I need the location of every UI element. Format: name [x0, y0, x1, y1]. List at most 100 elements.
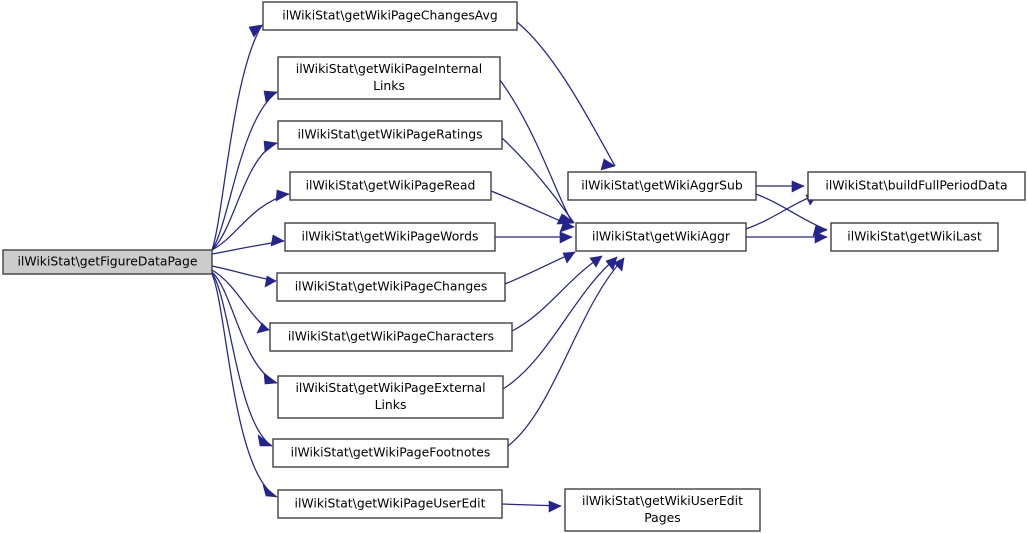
node-rect[interactable] [277, 120, 503, 150]
node-label: ilWikiStat\getWikiPageExternal [295, 380, 485, 395]
edge-getWikiPageWords-to-getWikiAggr [495, 231, 573, 244]
edge-getFigureDataPage-to-getWikiPageRead [211, 189, 290, 251]
edge-getFigureDataPage-to-getWikiPageInternalLinks [211, 90, 278, 251]
arrowhead-icon [248, 24, 263, 38]
node-label: ilWikiStat\getWikiPageChanges [295, 279, 488, 294]
node-label: ilWikiStat\getWikiAggrSub [581, 178, 743, 193]
edge-line [507, 257, 625, 447]
node-getWikiPageChangesAvg[interactable]: ilWikiStat\getWikiPageChangesAvg [262, 1, 518, 31]
node-rect[interactable] [272, 438, 509, 468]
node-getWikiLast[interactable]: ilWikiStat\getWikiLast [830, 222, 999, 252]
node-buildFullPeriodData[interactable]: ilWikiStat\buildFullPeriodData [807, 171, 1026, 201]
node-getWikiPageCharacters[interactable]: ilWikiStat\getWikiPageCharacters [269, 322, 513, 352]
node-getWikiAggrSub[interactable]: ilWikiStat\getWikiAggrSub [567, 171, 757, 201]
arrowhead-icon [548, 500, 562, 513]
edge-line [745, 193, 819, 230]
node-rect[interactable] [277, 56, 501, 100]
edge-line [211, 24, 263, 251]
edge-line [211, 91, 278, 251]
edge-line [516, 21, 616, 167]
node-rect[interactable] [277, 489, 503, 519]
arrowhead-icon [559, 220, 575, 233]
edge-getWikiAggrSub-to-buildFullPeriodData [756, 180, 805, 193]
edge-getFigureDataPage-to-getWikiPageWords [211, 234, 285, 255]
node-rect[interactable] [289, 171, 492, 201]
node-rect[interactable] [564, 488, 761, 532]
arrowhead-icon [791, 180, 805, 193]
node-rect[interactable] [276, 272, 506, 302]
arrowhead-icon [562, 251, 576, 264]
edge-getFigureDataPage-to-getWikiPageRatings [211, 140, 278, 251]
edge-getFigureDataPage-to-getWikiPageUserEdit [211, 273, 278, 498]
edge-getWikiPageFootnotes-to-getWikiAggr [507, 257, 625, 447]
node-label: ilWikiStat\getWikiPageFootnotes [291, 445, 491, 460]
node-rect[interactable] [269, 322, 513, 352]
node-rect[interactable] [277, 375, 504, 419]
arrowhead-icon [589, 255, 603, 268]
edge-line [211, 273, 278, 498]
edge-line [511, 255, 603, 332]
node-rect[interactable] [807, 171, 1026, 201]
node-label: ilWikiStat\getWikiPageRatings [297, 127, 482, 142]
edge-getWikiPageChanges-to-getWikiAggr [504, 251, 576, 285]
arrowhead-icon [613, 257, 625, 272]
arrowhead-icon [600, 158, 616, 171]
node-rect[interactable] [575, 222, 747, 252]
node-rect[interactable] [830, 222, 999, 252]
arrowhead-icon [263, 90, 278, 103]
node-label: ilWikiStat\getWikiPageUserEdit [295, 496, 486, 511]
node-getFigureDataPage[interactable]: ilWikiStat\getFigureDataPage [2, 249, 213, 275]
arrowhead-icon [263, 372, 278, 385]
edge-line [211, 271, 278, 384]
edge-line [499, 79, 573, 223]
node-label: ilWikiStat\getWikiPageInternal [296, 61, 482, 76]
node-getWikiPageUserEdit[interactable]: ilWikiStat\getWikiPageUserEdit [277, 489, 503, 519]
arrowhead-icon [559, 231, 573, 244]
edge-getWikiAggr-to-getWikiLast [746, 231, 828, 244]
node-rect[interactable] [567, 171, 757, 201]
edge-getFigureDataPage-to-getWikiPageFootnotes [211, 272, 273, 447]
node-label: Links [373, 78, 405, 93]
edge-getWikiPageInternalLinks-to-getWikiAggr [499, 79, 573, 225]
edges-layer [211, 21, 828, 513]
arrowhead-icon [257, 434, 273, 447]
edge-getWikiPageUserEdit-to-getWikiUserEditPages [501, 500, 562, 513]
arrowhead-icon [256, 322, 270, 334]
arrowhead-icon [275, 189, 290, 202]
node-label: ilWikiStat\getFigureDataPage [17, 254, 197, 269]
node-getWikiPageRead[interactable]: ilWikiStat\getWikiPageRead [289, 171, 492, 201]
edge-line [211, 269, 270, 331]
edge-line [211, 272, 273, 447]
edge-line [502, 256, 618, 390]
node-label: ilWikiStat\getWikiAggr [592, 229, 731, 244]
edge-line [501, 137, 575, 224]
edge-line [490, 190, 575, 228]
edge-getWikiPageRead-to-getWikiAggr [490, 190, 575, 233]
node-getWikiPageFootnotes[interactable]: ilWikiStat\getWikiPageFootnotes [272, 438, 509, 468]
arrowhead-icon [263, 140, 278, 153]
node-getWikiPageChanges[interactable]: ilWikiStat\getWikiPageChanges [276, 272, 506, 302]
edge-getWikiPageCharacters-to-getWikiAggr [511, 255, 603, 332]
node-rect[interactable] [284, 222, 496, 252]
node-rect[interactable] [2, 249, 213, 275]
node-getWikiPageWords[interactable]: ilWikiStat\getWikiPageWords [284, 222, 496, 252]
node-label: ilWikiStat\buildFullPeriodData [825, 178, 1007, 193]
node-label: Links [375, 397, 407, 412]
node-label: ilWikiStat\getWikiPageWords [302, 229, 479, 244]
node-label: ilWikiStat\getWikiPageChangesAvg [282, 8, 498, 23]
node-rect[interactable] [262, 1, 518, 31]
arrowhead-icon [262, 484, 278, 498]
edge-getFigureDataPage-to-getWikiPageCharacters [211, 269, 270, 334]
node-getWikiAggr[interactable]: ilWikiStat\getWikiAggr [575, 222, 747, 252]
arrowhead-icon [270, 234, 285, 247]
edge-getFigureDataPage-to-getWikiPageChanges [211, 265, 277, 288]
node-getWikiPageRatings[interactable]: ilWikiStat\getWikiPageRatings [277, 120, 503, 150]
edge-getFigureDataPage-to-getWikiPageChangesAvg [211, 24, 263, 251]
arrowhead-icon [814, 231, 828, 244]
